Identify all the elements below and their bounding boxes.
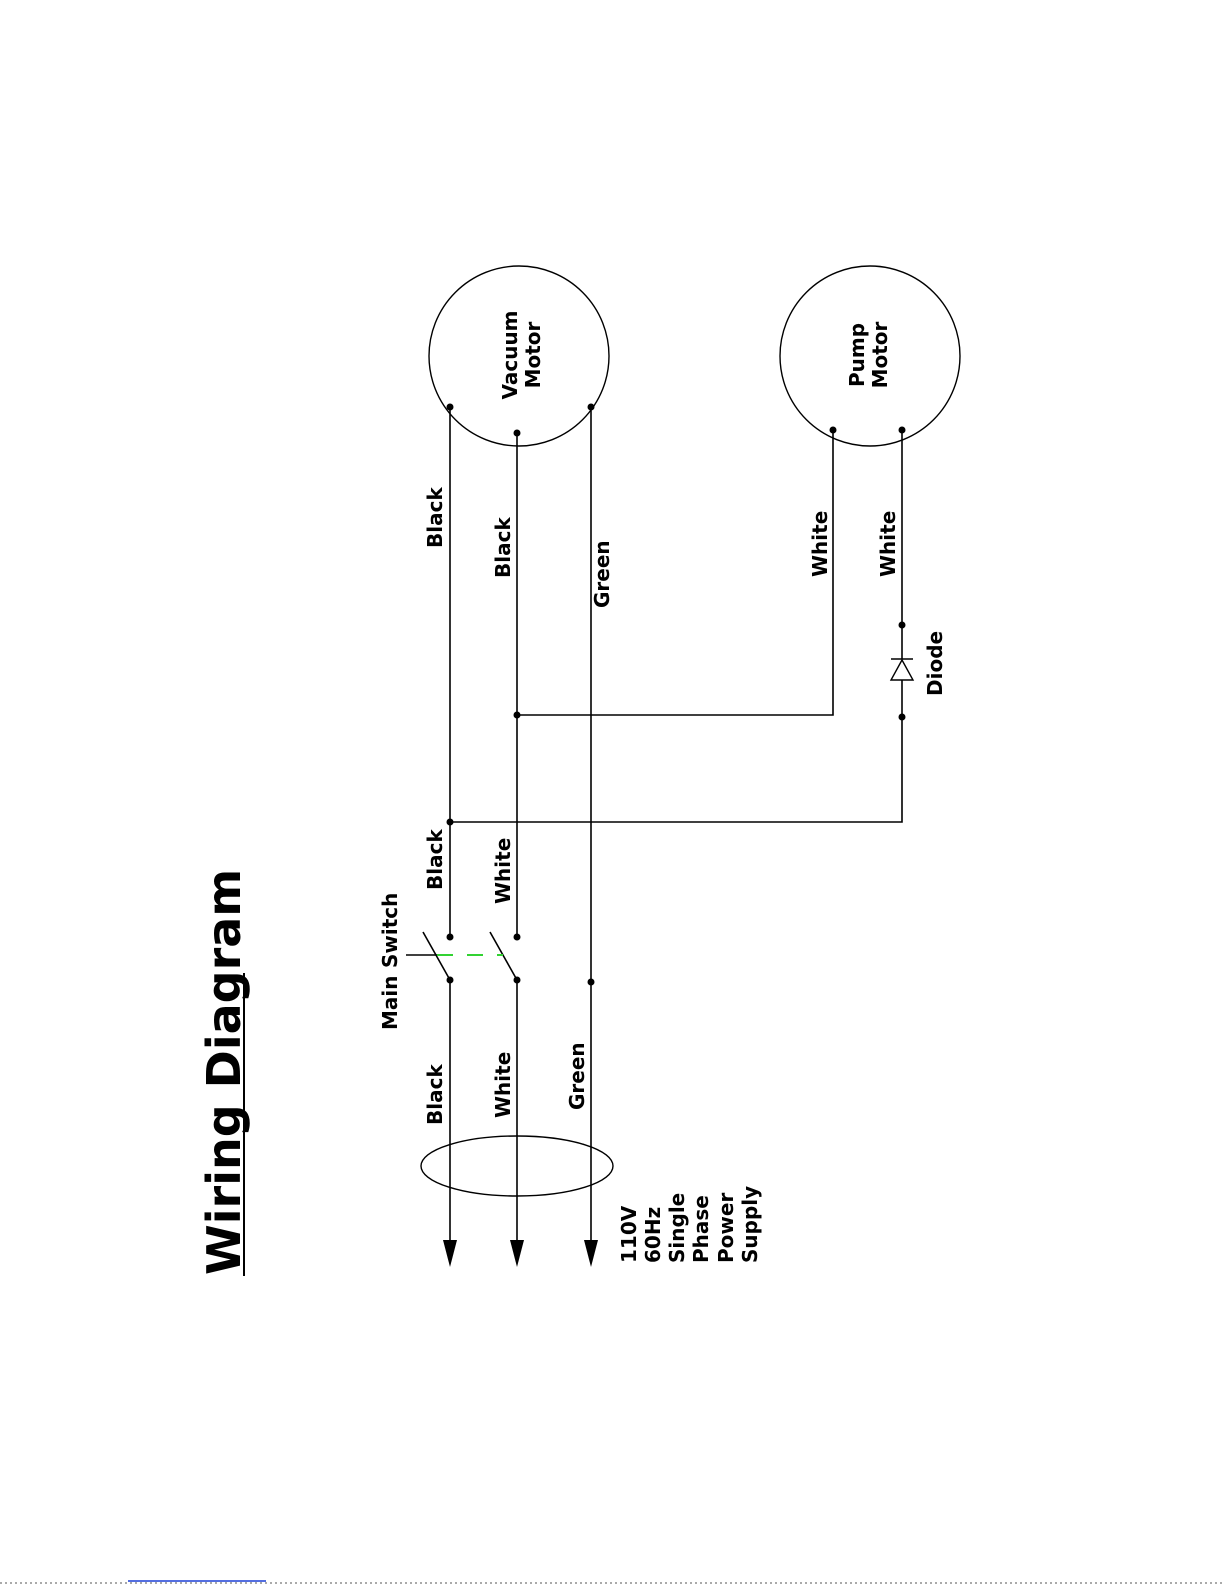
diode-label: Diode [923,631,947,696]
wire-label-vacuum-black-2: Black [491,517,515,578]
diode-symbol [891,660,913,680]
supply-green-arrow [584,1240,598,1267]
wire-label-vacuum-black-1: Black [423,487,447,548]
vacuum-motor-terminal [447,404,454,411]
diode-terminal [899,622,906,629]
wire-label-vacuum-green: Green [590,540,614,608]
power-supply-line: Power [714,1193,738,1263]
switch-terminal [447,977,454,984]
wire-label-supply-green: Green [565,1042,589,1110]
ground-junction [588,979,595,986]
wire-label-switched-white: White [491,838,515,904]
pump-white-feed [517,430,833,715]
pump-motor-terminal [830,427,837,434]
diode-terminal [899,714,906,721]
vacuum-motor-terminal [588,404,595,411]
wire-label-supply-black: Black [423,1064,447,1125]
switch-terminal [514,977,521,984]
wire-label-supply-white: White [491,1052,515,1118]
switch-blade-white [490,932,517,980]
vacuum-motor-terminal [514,430,521,437]
supply-white-arrow [510,1240,524,1267]
power-supply-line: 110V [617,1205,641,1263]
diagram-title: Wiring Diagram [197,869,251,1275]
main-switch-label-1: Main [378,976,402,1031]
main-switch-label-2: Switch [378,893,402,968]
pump-motor-label-line2: Motor [868,321,892,388]
wire-label-switched-black: Black [423,829,447,890]
vacuum-motor-label-line1: Vacuum [498,310,522,399]
power-supply-line: 60Hz [641,1207,665,1263]
power-supply-line: Phase [689,1195,713,1263]
supply-black-arrow [443,1240,457,1267]
pump-motor-terminal [899,427,906,434]
wire-label-pump-white-1: White [808,511,832,577]
wire-label-pump-white-2: White [876,511,900,577]
junction-black [447,819,454,826]
pump-motor-label-line1: Pump [845,323,869,387]
power-supply-line: Single [665,1193,689,1263]
vacuum-motor-label-line2: Motor [521,321,545,388]
power-supply-line: Supply [738,1186,762,1263]
junction-white [514,712,521,719]
